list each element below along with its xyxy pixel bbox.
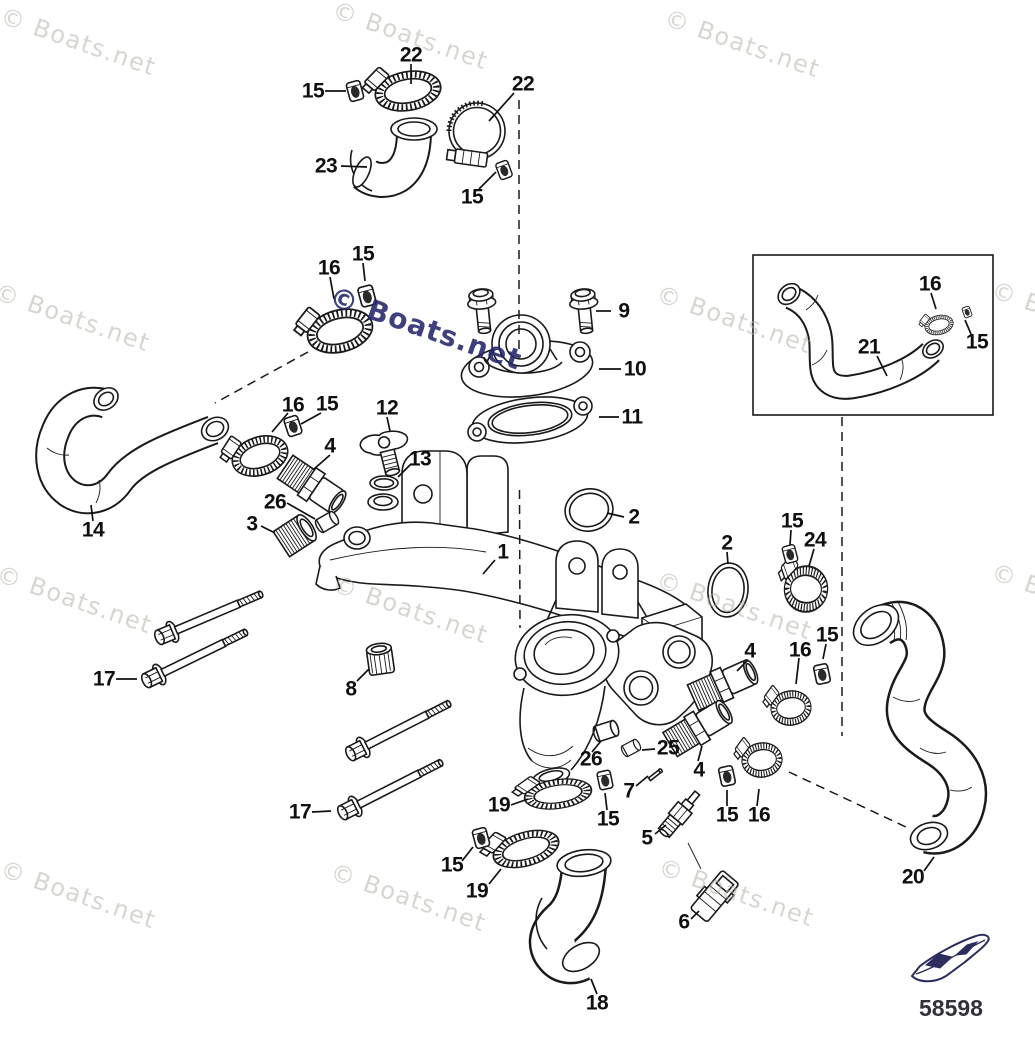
- part-23-elbow: [349, 117, 438, 198]
- part-21-hose: [777, 282, 945, 400]
- callout-leader-lines: [90, 64, 972, 995]
- part-6-connector: [690, 870, 739, 923]
- boat-icon: [910, 933, 990, 983]
- part-16-clamp: [914, 306, 957, 341]
- part-7-pin: [647, 768, 663, 782]
- part-1-housing: [315, 450, 713, 787]
- part-26-bushing: [312, 509, 342, 535]
- part-15-retainer: [282, 414, 304, 438]
- part-11-gasket: [467, 396, 593, 444]
- part-22-clamp: [358, 57, 444, 118]
- assembly-dashed-lines: [214, 100, 909, 829]
- part-20-hose: [852, 600, 988, 855]
- part-15-retainer: [494, 159, 514, 181]
- part-13-washer: [369, 475, 399, 491]
- part-4-fitting: [275, 452, 352, 520]
- part-16-clamp: [731, 732, 785, 781]
- part-8-plug: [365, 642, 396, 676]
- part-14-hose: [35, 386, 230, 515]
- part-15-retainer: [961, 305, 973, 319]
- part-17-bolts: [137, 582, 457, 826]
- sensor-lead-line: [687, 842, 702, 870]
- part-16-clamp: [760, 680, 814, 729]
- inset-box: [752, 254, 994, 416]
- diagram-number: 58598: [919, 995, 983, 1021]
- part-15-retainer: [595, 769, 615, 791]
- part-5-sensor: [657, 789, 701, 839]
- part-15-retainer: [344, 79, 366, 103]
- part-10-thermostat-cover: [460, 314, 594, 398]
- part-15-retainer: [780, 543, 800, 565]
- part-15-retainer: [812, 662, 832, 686]
- part-24-clamp: [774, 552, 831, 614]
- part-15-retainer: [356, 283, 378, 309]
- part-26-bushing: [590, 718, 622, 744]
- part-25-plug: [619, 737, 643, 759]
- part-18-elbow: [528, 848, 612, 985]
- boats-net-logo: 58598: [903, 930, 999, 1022]
- part-15-retainer: [717, 764, 737, 788]
- part-15-retainer: [470, 826, 492, 850]
- part-2-orings: [564, 488, 749, 618]
